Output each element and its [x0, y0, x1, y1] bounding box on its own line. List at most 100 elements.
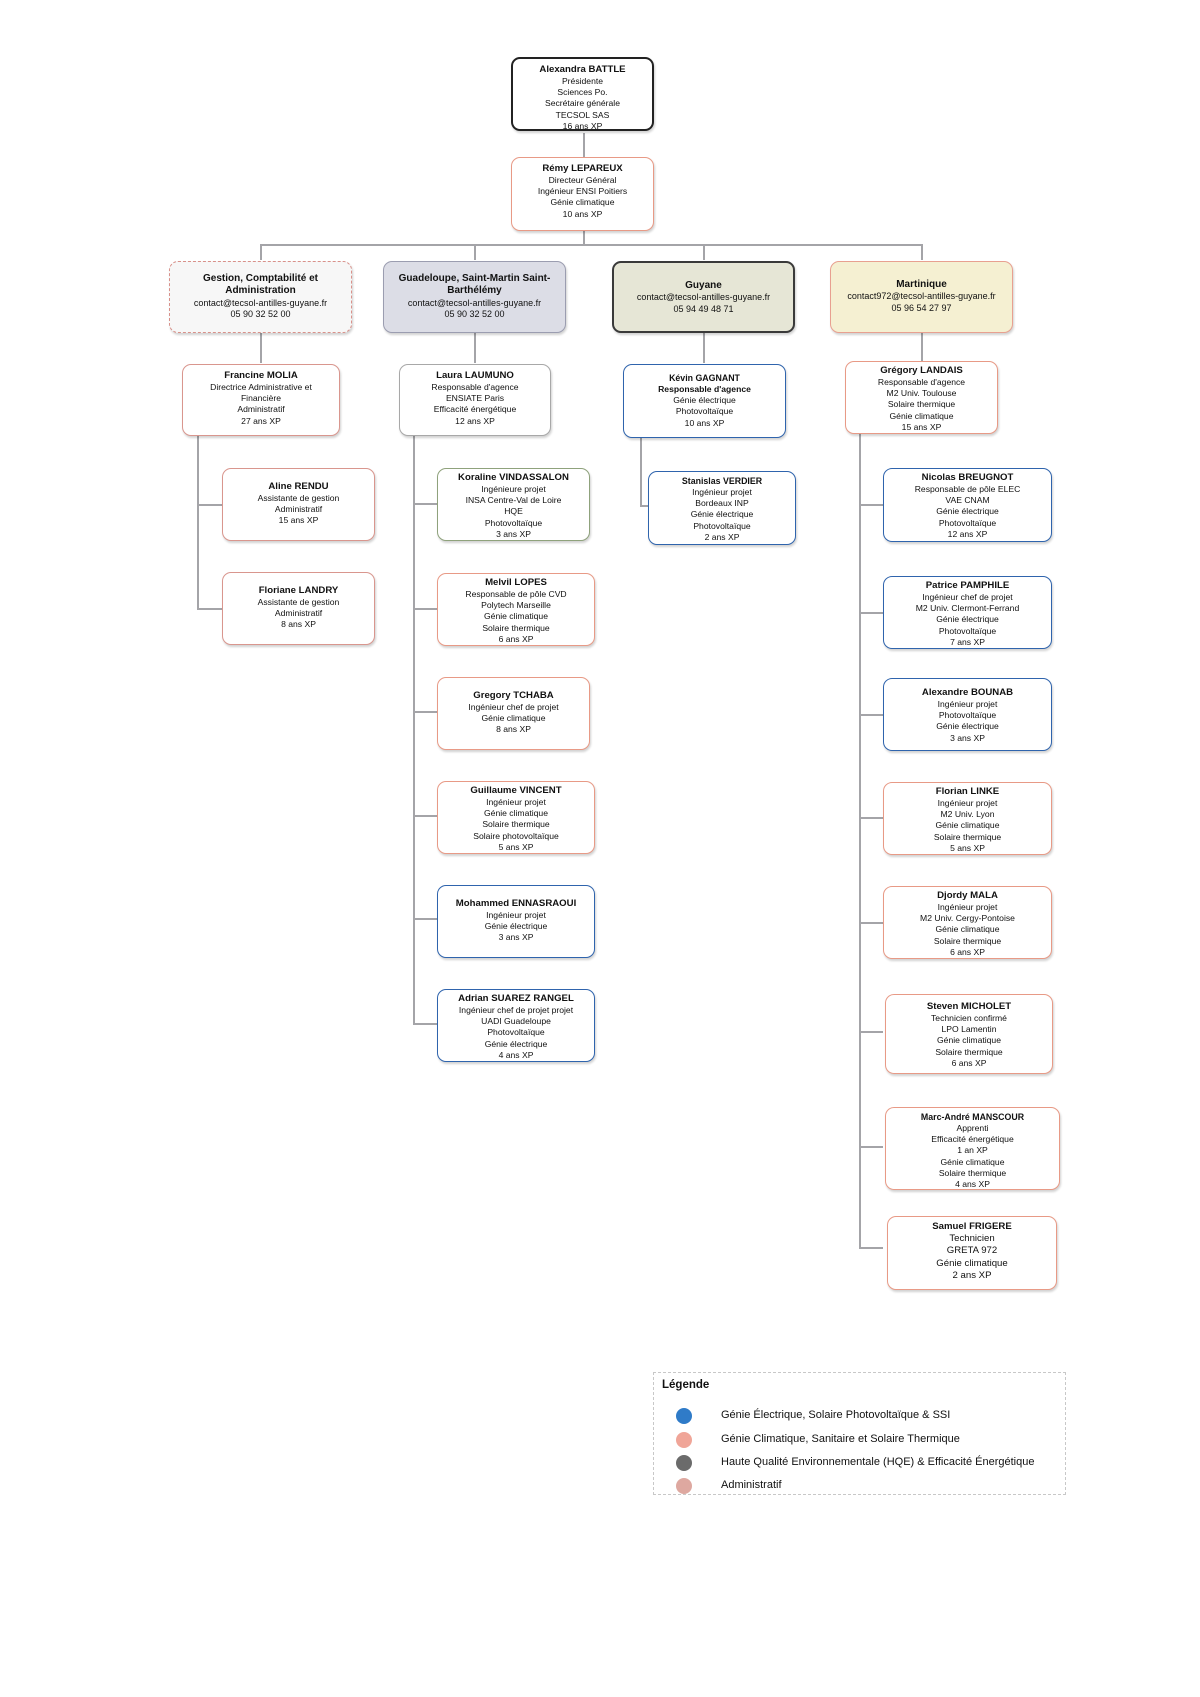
person-name: Florian LINKE — [935, 786, 1000, 797]
connector-line — [583, 133, 585, 157]
org-node-patrice-pamphile: Patrice PAMPHILE Ingénieur chef de proje… — [883, 576, 1052, 649]
org-node-nicolas-breugnot: Nicolas BREUGNOT Responsable de pôle ELE… — [883, 468, 1052, 542]
person-detail: Génie climatique — [481, 713, 546, 724]
person-detail: Génie climatique — [935, 820, 1000, 831]
person-detail: 8 ans XP — [281, 619, 316, 630]
person-detail: Administratif — [237, 404, 285, 415]
person-detail: 2 ans XP — [952, 1270, 992, 1282]
person-detail: Génie électrique — [936, 721, 999, 732]
person-detail: Solaire thermique — [938, 1167, 1007, 1178]
person-detail: Responsable de pôle CVD — [465, 589, 567, 599]
connector-line — [413, 436, 415, 1024]
person-name: Mohammed ENNASRAOUI — [455, 898, 577, 909]
connector-line — [413, 1023, 437, 1025]
department-name: Martinique — [896, 279, 947, 290]
person-detail: Génie climatique — [936, 1257, 1008, 1269]
person-detail: Ingénieur projet — [486, 910, 546, 920]
person-detail: Solaire thermique — [935, 1046, 1003, 1057]
legend-label: Génie Climatique, Sanitaire et Solaire T… — [721, 1433, 960, 1445]
person-detail: Ingénieur projet — [937, 798, 998, 808]
person-detail: 27 ans XP — [241, 415, 281, 426]
person-detail: Ingénieur chef de projet — [468, 702, 559, 712]
department-email: contact@tecsol-antilles-guyane.fr — [636, 292, 771, 303]
person-detail: Technicien confirmé — [931, 1013, 1007, 1023]
person-name: Koraline VINDASSALON — [458, 472, 569, 483]
person-detail: 5 ans XP — [950, 842, 985, 853]
person-detail: Financière — [240, 393, 282, 404]
connector-line — [640, 505, 648, 507]
person-detail: 4 ans XP — [955, 1179, 990, 1190]
person-detail: Responsable d'agence — [658, 384, 751, 394]
person-name: Djordy MALA — [937, 890, 998, 901]
connector-line — [474, 244, 476, 260]
legend-color-dot — [676, 1408, 692, 1424]
person-detail: 3 ans XP — [950, 732, 985, 743]
department-phone: 05 90 32 52 00 — [230, 309, 291, 320]
connector-line — [921, 333, 923, 361]
legend-item: Administratif — [654, 1477, 1065, 1495]
org-node-samuel-frigere: Samuel FRIGERE Technicien GRETA 972 Géni… — [887, 1216, 1057, 1290]
connector-line — [413, 608, 437, 610]
person-name: Patrice PAMPHILE — [925, 580, 1010, 591]
org-node-marc-andre-manscour: Marc-André MANSCOUR Apprenti Efficacité … — [885, 1107, 1060, 1190]
connector-line — [703, 244, 705, 260]
person-detail: GRETA 972 — [946, 1245, 998, 1257]
person-detail: Solaire thermique — [933, 831, 1002, 842]
department-gestion: Gestion, Comptabilité et Administration … — [169, 261, 352, 333]
org-node-president: Alexandra BATTLE Présidente Sciences Po.… — [511, 57, 654, 131]
org-node-gregory-landais: Grégory LANDAIS Responsable d'agence M2 … — [845, 361, 998, 434]
person-detail: Génie électrique — [484, 921, 548, 932]
connector-line — [197, 436, 199, 609]
org-node-guillaume-vincent: Guillaume VINCENT Ingénieur projet Génie… — [437, 781, 595, 854]
person-detail: 3 ans XP — [496, 528, 531, 539]
person-detail: 6 ans XP — [950, 946, 985, 957]
person-detail: 5 ans XP — [498, 841, 534, 852]
person-detail: ENSIATE Paris — [445, 393, 505, 404]
person-detail: Photovoltaïque — [693, 520, 751, 531]
org-node-francine-molia: Francine MOLIA Directrice Administrative… — [182, 364, 340, 436]
person-detail: INSA Centre-Val de Loire — [465, 495, 562, 506]
legend-color-dot — [676, 1455, 692, 1471]
org-node-stanislas-verdier: Stanislas VERDIER Ingénieur projet Borde… — [648, 471, 796, 545]
person-detail: Secrétaire générale — [544, 98, 620, 109]
person-detail: Administratif — [274, 608, 323, 619]
person-detail: Génie électrique — [936, 614, 999, 625]
person-detail: 4 ans XP — [498, 1049, 534, 1060]
person-name: Laura LAUMUNO — [436, 370, 514, 381]
person-detail: VAE CNAM — [945, 495, 990, 506]
person-detail: 6 ans XP — [498, 633, 534, 644]
person-detail: 3 ans XP — [498, 932, 534, 943]
org-node-florian-linke: Florian LINKE Ingénieur projet M2 Univ. … — [883, 782, 1052, 855]
person-detail: Solaire thermique — [482, 819, 550, 830]
person-detail: Apprenti — [956, 1123, 989, 1133]
person-detail: Photovoltaïque — [938, 710, 997, 721]
connector-line — [197, 504, 222, 506]
department-phone: 05 96 54 27 97 — [891, 303, 952, 313]
person-detail: 12 ans XP — [947, 528, 988, 539]
person-detail: M2 Univ. Cergy-Pontoise — [920, 913, 1015, 924]
connector-line — [859, 714, 883, 716]
connector-line — [859, 922, 883, 924]
person-detail: Génie climatique — [936, 1035, 1001, 1046]
person-name: Grégory LANDAIS — [880, 365, 963, 376]
legend: Légende Génie Électrique, Solaire Photov… — [653, 1372, 1066, 1495]
person-detail: Ingénieur chef de projet — [922, 592, 1013, 602]
person-name: Kévin GAGNANT — [669, 373, 740, 383]
person-detail: 6 ans XP — [951, 1057, 987, 1068]
legend-item: Génie Climatique, Sanitaire et Solaire T… — [654, 1431, 1065, 1449]
person-name: Samuel FRIGERE — [932, 1221, 1012, 1232]
person-name: Melvil LOPES — [485, 577, 547, 588]
connector-line — [260, 333, 262, 363]
connector-line — [260, 244, 923, 246]
person-detail: Génie électrique — [484, 1038, 548, 1049]
org-node-floriane-landry: Floriane LANDRY Assistante de gestion Ad… — [222, 572, 375, 645]
person-detail: HQE — [504, 506, 523, 517]
person-name: Floriane LANDRY — [258, 585, 339, 596]
department-email: contact972@tecsol-antilles-guyane.fr — [847, 291, 996, 302]
person-name: Gregory TCHABA — [473, 690, 554, 701]
person-detail: M2 Univ. Clermont-Ferrand — [915, 603, 1020, 614]
person-detail: UADI Guadeloupe — [481, 1016, 551, 1027]
person-detail: 15 ans XP — [901, 421, 942, 432]
department-name: Guyane — [685, 280, 722, 291]
person-detail: 10 ans XP — [562, 208, 603, 219]
